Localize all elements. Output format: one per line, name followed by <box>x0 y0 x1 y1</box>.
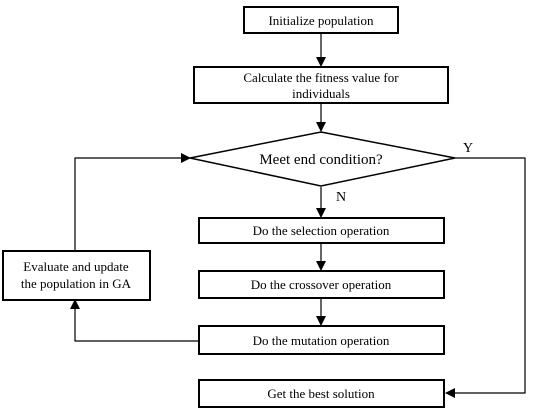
crossover-box <box>198 270 445 299</box>
init-box <box>243 6 399 34</box>
edge-decision-yes-to-best <box>445 157 526 398</box>
edge-evaluate-to-decision <box>74 153 191 250</box>
init-label: Initialize population <box>268 13 374 28</box>
decision-label: Meet end condition? <box>259 152 383 168</box>
edge-mutation-to-evaluate <box>70 299 199 342</box>
evaluate-box <box>2 250 151 301</box>
mutation-box <box>198 325 445 355</box>
mutation-label: Do the mutation operation <box>253 333 390 348</box>
crossover-label: Do the crossover operation <box>251 277 392 292</box>
selection-label: Do the selection operation <box>253 223 390 238</box>
edge-label-yes: Y <box>463 141 473 156</box>
fitness-box <box>193 66 449 104</box>
evaluate-label-line2: the population in GA <box>21 276 132 291</box>
fitness-label-line1: Calculate the fitness value for <box>243 70 399 85</box>
best-solution-label: Get the best solution <box>267 386 375 401</box>
fitness-label-line2: individuals <box>292 86 350 101</box>
edge-label-no: N <box>336 190 346 205</box>
best-solution-box <box>198 379 445 408</box>
evaluate-label-line1: Evaluate and update <box>23 259 129 274</box>
selection-box <box>198 217 445 244</box>
decision-diamond <box>189 131 456 187</box>
